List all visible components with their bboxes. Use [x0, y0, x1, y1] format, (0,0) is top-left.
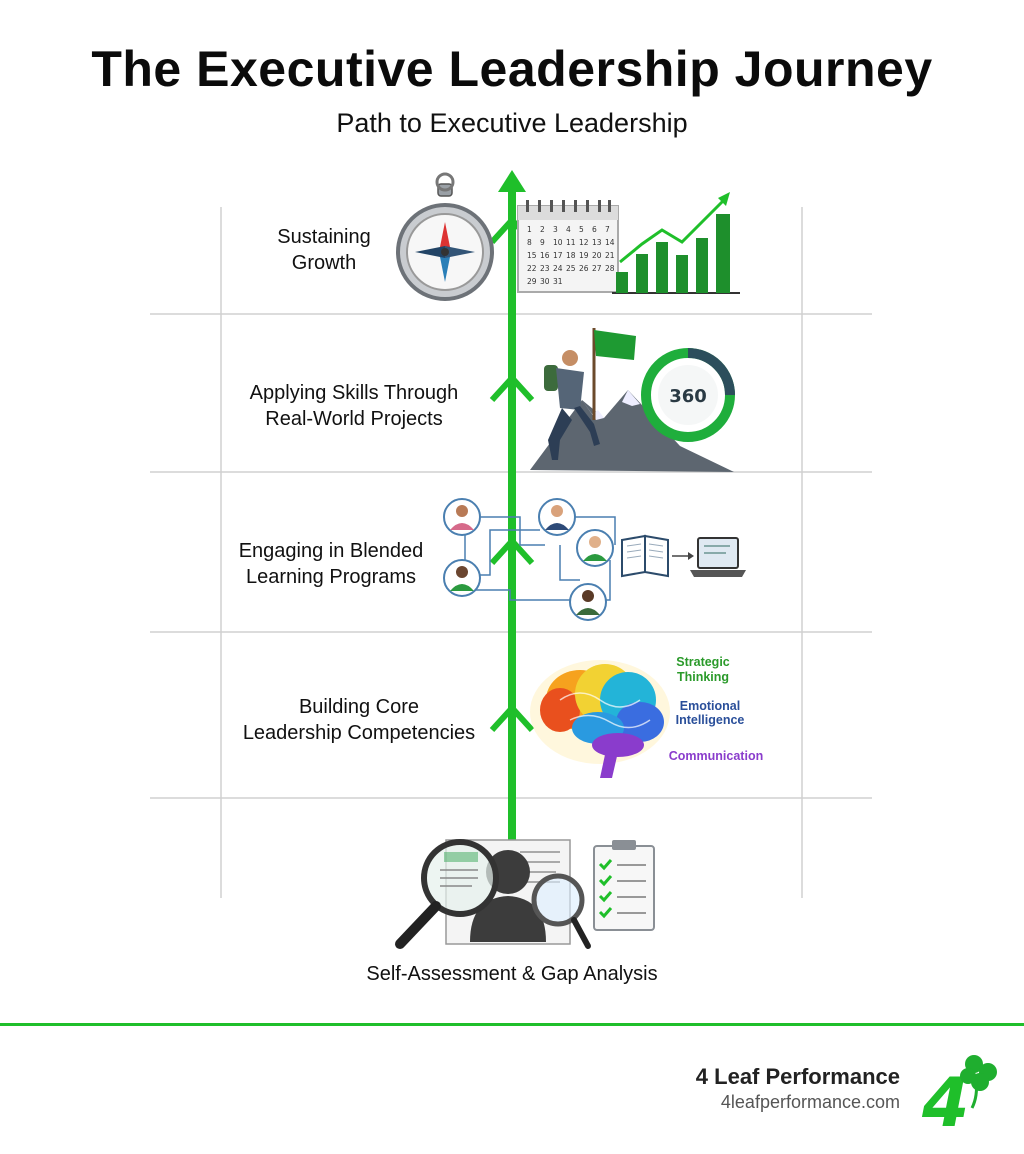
mountain-climber-icon: [530, 328, 734, 472]
stage-label-line1: Applying Skills Through: [249, 382, 459, 404]
brand-name: 4 Leaf Performance: [695, 1064, 900, 1089]
calendar-day: 31: [553, 277, 563, 286]
book-icon: [621, 534, 669, 578]
stage-label-line2: Learning Programs: [245, 566, 417, 588]
arrow-head: [498, 170, 526, 192]
magnifier-large-icon: [395, 839, 499, 949]
magnifier-small-icon: [531, 873, 591, 949]
stage-core-competencies: Building Core Leadership Competencies: [224, 694, 494, 746]
checklist-icon: [593, 840, 655, 931]
calendar-day: 19: [579, 251, 589, 260]
calendar-day: 25: [566, 264, 576, 273]
calendar-day: 11: [566, 238, 576, 247]
footer-divider: [0, 1023, 1024, 1026]
compass-icon: [396, 172, 494, 301]
calendar-day: 21: [605, 251, 615, 260]
calendar-day: 28: [605, 264, 615, 273]
calendar-day: 29: [527, 277, 537, 286]
calendar-day: 27: [592, 264, 602, 273]
svg-text:360: 360: [669, 386, 707, 407]
laptop-icon: [690, 537, 746, 577]
calendar-day: 6: [592, 225, 597, 234]
tag-strategic-line2: Thinking: [677, 670, 729, 684]
calendar-day: 20: [592, 251, 602, 260]
calendar-day: 7: [605, 225, 610, 234]
calendar-day: 3: [553, 225, 558, 234]
tag-strategic-line1: Strategic: [676, 655, 730, 669]
page-subtitle: Path to Executive Leadership: [336, 108, 688, 138]
calendar-day: 14: [605, 238, 615, 247]
calendar-day: 24: [553, 264, 563, 273]
person-avatars: [443, 498, 614, 621]
stage-label-line1: Building Core: [298, 696, 420, 718]
calendar-day: 5: [579, 225, 584, 234]
tag-communication: Communication: [669, 749, 763, 763]
stage-label-line2: Growth: [291, 252, 357, 274]
stage-sustaining-growth: Sustaining Growth: [224, 224, 424, 276]
stage-label-line2: Leadership Competencies: [242, 722, 476, 744]
calendar-day: 17: [553, 251, 563, 260]
page-title: The Executive Leadership Journey: [91, 41, 933, 97]
stage-blended-learning: Engaging in Blended Learning Programs: [216, 538, 446, 590]
calendar-day: 15: [527, 251, 537, 260]
tag-emotional-line2: Intelligence: [676, 713, 745, 727]
calendar-day: 18: [566, 251, 576, 260]
stage-label-line1: Engaging in Blended: [238, 540, 424, 562]
calendar-day: 16: [540, 251, 550, 260]
calendar-day: 13: [592, 238, 602, 247]
person-avatar-4: [443, 559, 481, 597]
growth-chart-icon: [612, 192, 740, 294]
clover-logo-icon: 4: [921, 1055, 997, 1140]
calendar-day: 30: [540, 277, 550, 286]
brand-block: 4 Leaf Performance 4leafperformance.com: [696, 1064, 900, 1113]
person-avatar-2: [538, 498, 576, 536]
person-avatar-3: [576, 529, 614, 567]
calendar-day: 23: [540, 264, 550, 273]
stage-label-line1: Sustaining: [277, 226, 371, 248]
calendar-day: 4: [566, 225, 571, 234]
person-avatar-5: [569, 583, 607, 621]
stage-self-assessment: Self-Assessment & Gap Analysis: [366, 963, 658, 985]
person-avatar-1: [443, 498, 481, 536]
calendar-day: 12: [579, 238, 589, 247]
calendar-day: 2: [540, 225, 545, 234]
calendar-day: 26: [579, 264, 589, 273]
360-feedback-icon: 360: [641, 348, 735, 442]
arrow-right-icon: [672, 552, 694, 560]
stage-label-line2: Real-World Projects: [265, 408, 443, 430]
growth-arrow: [489, 190, 535, 850]
calendar-day: 1: [527, 225, 532, 234]
brand-url: 4leafperformance.com: [720, 1092, 900, 1112]
brain-icon: [530, 660, 670, 778]
tag-emotional-line1: Emotional: [680, 699, 740, 713]
stage-applying-skills: Applying Skills Through Real-World Proje…: [224, 380, 484, 432]
calendar-day: 22: [527, 264, 537, 273]
calendar-day: 9: [540, 238, 545, 247]
calendar-day: 10: [553, 238, 563, 247]
calendar-day: 8: [527, 238, 532, 247]
